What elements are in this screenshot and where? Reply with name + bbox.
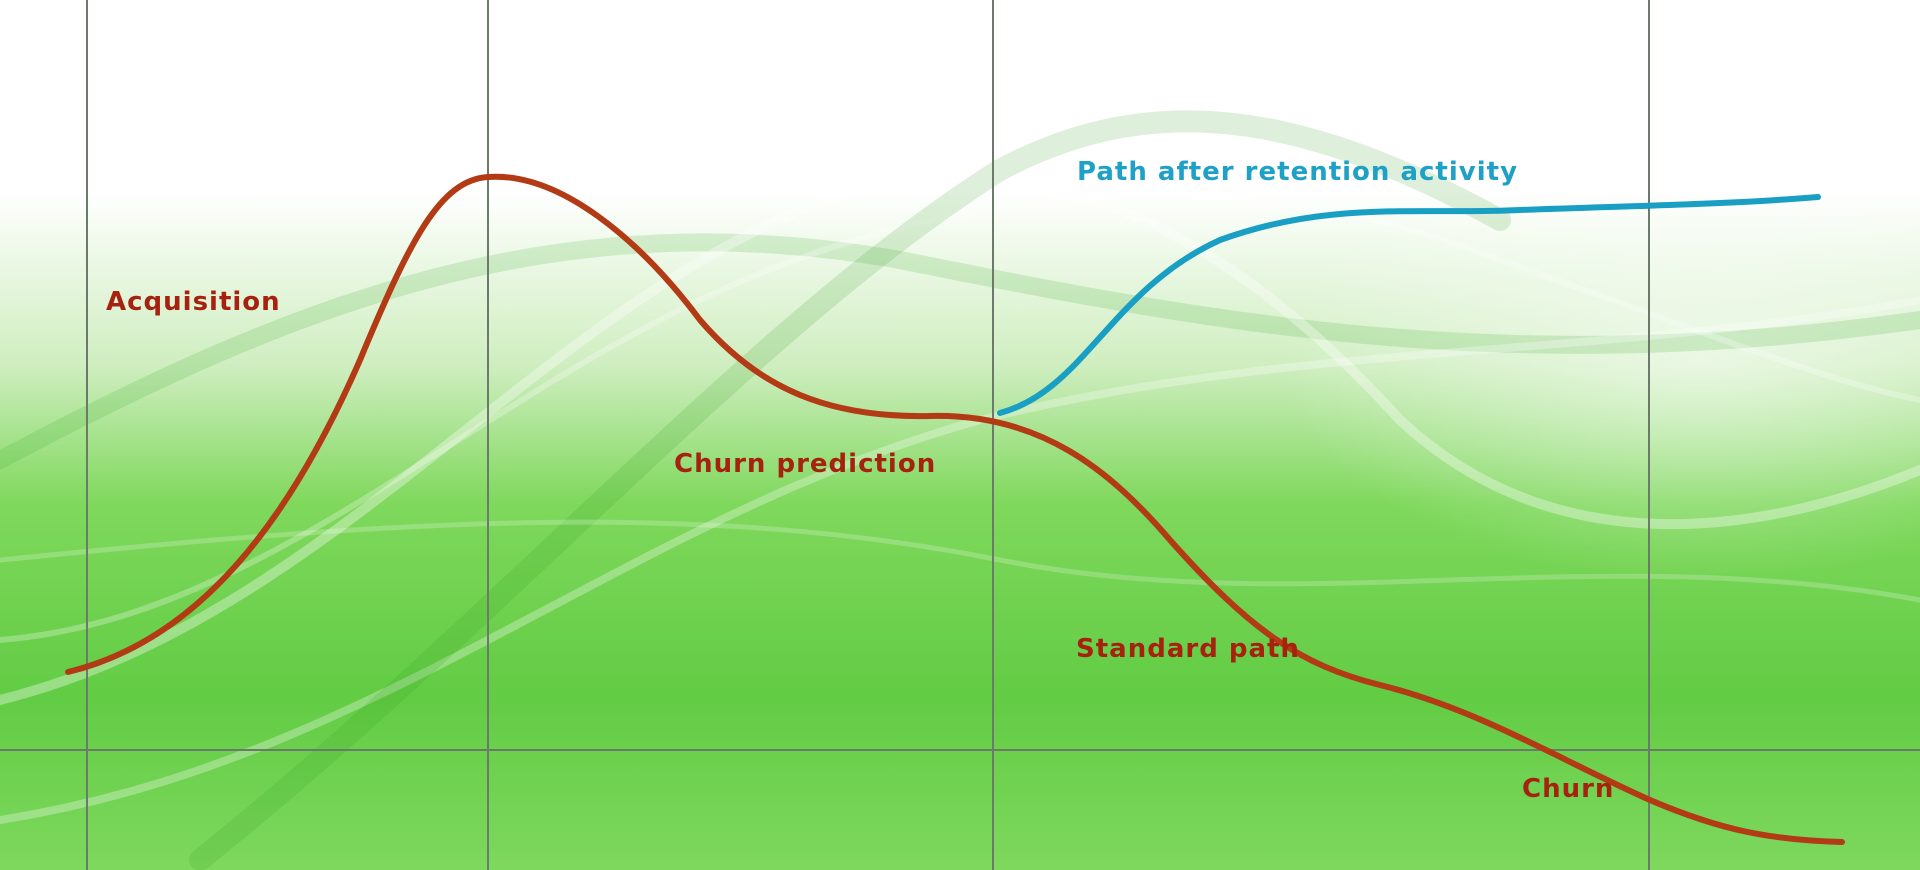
decorative-waves [0, 110, 1920, 870]
standard-path-label: Standard path [1076, 634, 1300, 664]
retention-path-line [997, 194, 1821, 416]
standard-path-line [65, 173, 1845, 845]
background-glow [1280, 140, 1920, 580]
retention-path-label: Path after retention activity [1077, 157, 1518, 187]
churn-prediction-label: Churn prediction [674, 449, 936, 479]
acquisition-label: Acquisition [106, 287, 281, 317]
churn-label: Churn [1522, 774, 1614, 804]
